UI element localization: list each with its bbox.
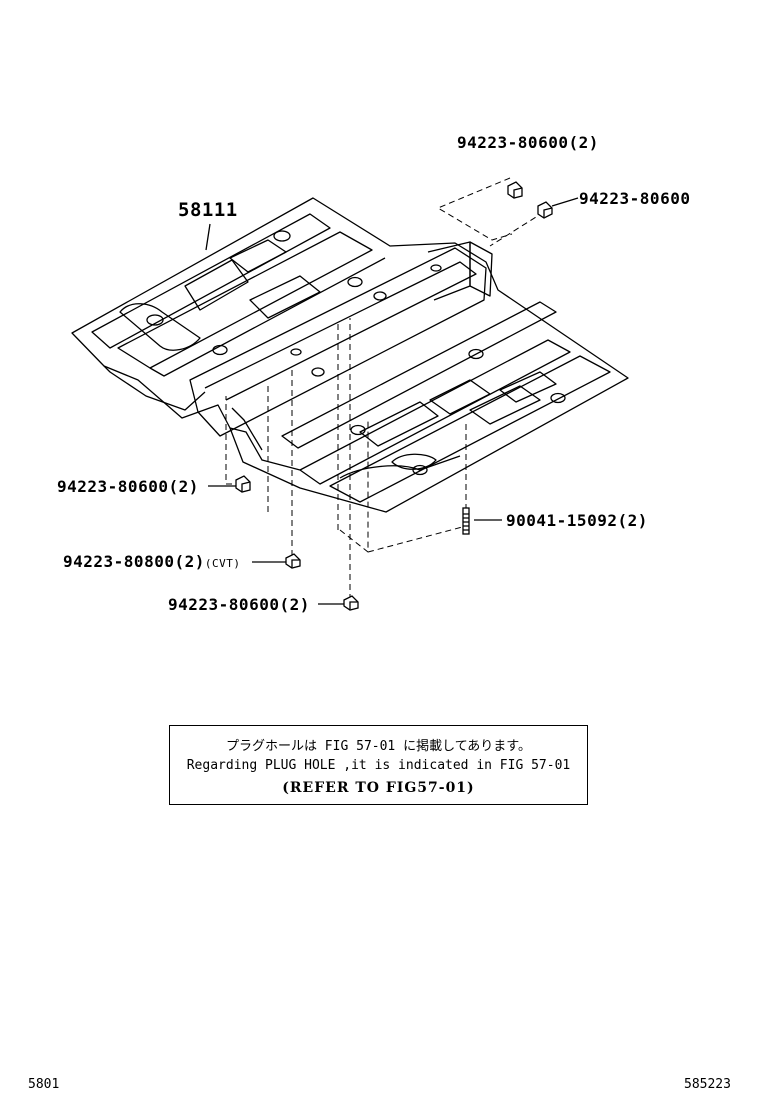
center-tunnel-top [204, 261, 477, 401]
footer-left-code: 5801 [28, 1077, 60, 1092]
label-nut-bottom: 94223-80600(2) [168, 595, 310, 614]
main-part-number: 58111 [178, 199, 238, 221]
label-nut-left: 94223-80600(2) [57, 477, 199, 496]
stud-bolt-icon [462, 507, 470, 535]
label-nut-top: 94223-80600(2) [457, 133, 599, 152]
hole-7 [550, 392, 566, 404]
floor-pan-outline [71, 197, 629, 513]
hole-8 [412, 464, 428, 476]
hole-3 [212, 344, 228, 356]
hole-2 [146, 314, 164, 326]
left-pan-rib-1 [91, 213, 331, 349]
dash-stud-3 [367, 525, 467, 553]
rear-step [229, 427, 301, 471]
hole-9 [350, 424, 366, 436]
label-stud-bolt: 90041-15092(2) [506, 511, 648, 530]
hole-1 [273, 230, 291, 242]
label-nut-cvt: 94223-80800(2)(CVT) [63, 552, 240, 571]
right-pan-rib-1 [299, 339, 571, 485]
label-nut-cvt-number: 94223-80800(2) [63, 552, 205, 571]
right-pan-rib-2 [329, 355, 611, 503]
hole-4 [347, 276, 363, 288]
leader-nut-right [551, 197, 579, 207]
left-pan-rib-2 [117, 231, 373, 369]
hole-10 [430, 264, 442, 272]
leader-58111 [205, 223, 211, 251]
notice-reference: (REFER TO FIG57-01) [282, 780, 475, 796]
label-nut-right: 94223-80600 [579, 189, 691, 208]
hole-5 [373, 291, 387, 301]
floor-pan-left-lip [103, 365, 206, 411]
center-tunnel [189, 247, 487, 437]
hole-6 [468, 348, 484, 360]
dash-nut-right [489, 211, 545, 247]
label-nut-cvt-suffix: (CVT) [204, 557, 241, 570]
footer-right-code: 585223 [684, 1077, 731, 1092]
notice-japanese: プラグホールは FIG 57-01 に掲載してあります。 [225, 739, 531, 754]
notice-english: Regarding PLUG HOLE ,it is indicated in … [186, 758, 571, 773]
dash-nut-top [437, 177, 513, 241]
plug-hole-notice: プラグホールは FIG 57-01 に掲載してあります。 Regarding P… [169, 725, 588, 805]
